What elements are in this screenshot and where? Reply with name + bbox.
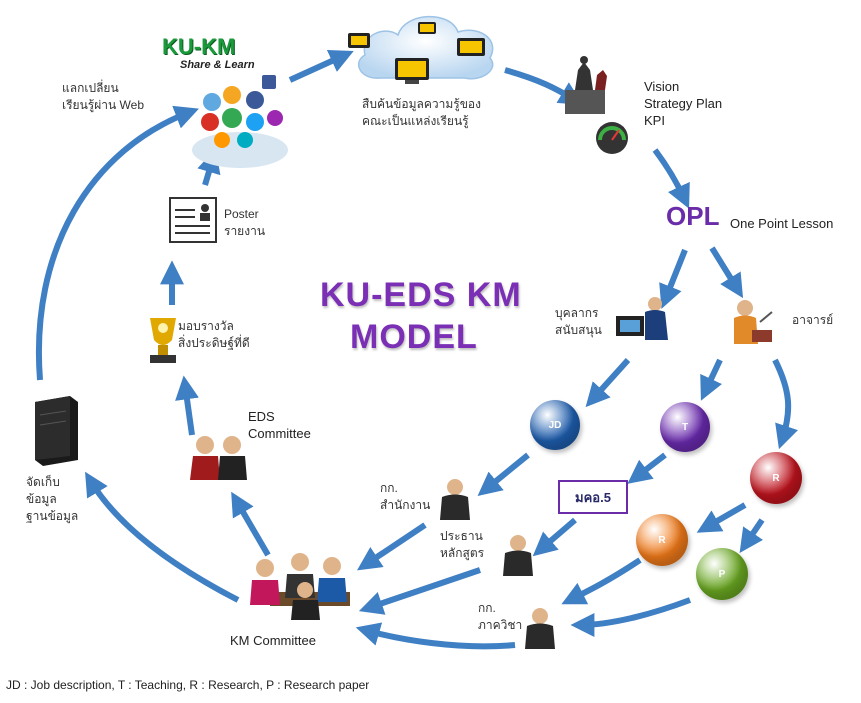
footnote: JD : Job description, T : Teaching, R : … <box>6 678 370 692</box>
opl-description: One Point Lesson <box>730 216 834 231</box>
arrow-mko5-chair <box>532 517 577 557</box>
arrow-jd-office <box>477 452 530 497</box>
arrow-staff-jd <box>585 357 631 408</box>
office-committee-label: กก. สำนักงาน <box>380 481 431 512</box>
kukm-logo-subtitle: Share & Learn <box>180 59 255 71</box>
poster-label: Poster รายงาน <box>224 207 266 238</box>
circle-r-red: R <box>750 452 802 504</box>
eds-committee-label: EDS Committee <box>248 409 311 441</box>
arrow-km-database <box>85 471 240 603</box>
km-committee-label: KM Committee <box>230 633 316 648</box>
poster-document-icon <box>169 197 217 243</box>
arrow-dept-km <box>355 622 516 650</box>
faculty-teacher-icon <box>734 300 773 344</box>
office-committee-person-icon <box>440 479 470 520</box>
arrow-kukm-cloud <box>288 50 354 83</box>
arrow-faculty-r <box>772 358 798 450</box>
arrow-r-r2 <box>696 502 747 533</box>
km-committee-meeting-icon <box>250 553 350 620</box>
exchange-label: แลกเปลี่ยน เรียนรู้ผ่าน Web <box>62 81 144 112</box>
arrow-eds-award <box>175 375 199 436</box>
circle-t: T <box>660 402 710 452</box>
model-title-line2: MODEL <box>350 318 478 356</box>
arrow-faculty-t <box>700 358 723 401</box>
arrow-chair-km <box>358 567 481 615</box>
social-media-icon <box>192 75 288 168</box>
staff-computer-icon <box>616 297 668 340</box>
curriculum-chair-label: ประธาน หลักสูตร <box>440 529 485 560</box>
arrow-vision-opl <box>652 148 690 209</box>
arrow-p-dept <box>570 597 692 637</box>
arrow-opl-staff <box>659 248 688 309</box>
circle-p: P <box>696 548 748 600</box>
dept-committee-label: กก. ภาควิชา <box>478 601 523 632</box>
kukm-logo-title: KU-KM <box>162 34 236 59</box>
arrow-cloud-vision <box>504 67 584 105</box>
arc-arrow-left <box>35 105 199 381</box>
arrow-r-p <box>739 518 765 553</box>
opl-title: OPL <box>666 201 720 231</box>
eds-committee-handshake-icon <box>190 436 247 480</box>
vision-label: Vision Strategy Plan KPI <box>644 79 723 128</box>
curriculum-chair-person-icon <box>503 535 533 576</box>
mko5-box: มคอ.5 <box>558 480 628 514</box>
circle-jd: JD <box>530 400 580 450</box>
arrow-office-km <box>357 522 427 571</box>
model-title-line1: KU-EDS KM <box>320 276 522 314</box>
gauge-icon <box>596 122 628 154</box>
staff-label: บุคลากร สนับสนุน <box>555 306 602 337</box>
database-label: จัดเก็บ ข้อมูล ฐานข้อมูล <box>26 475 79 523</box>
arrow-opl-faculty <box>709 246 744 299</box>
trophy-icon <box>150 318 176 363</box>
chess-strategy-icon <box>565 56 607 114</box>
faculty-label: อาจารย์ <box>792 313 834 327</box>
award-label: มอบรางวัล สิ่งประดิษฐ์ที่ดี <box>178 319 250 350</box>
circle-r-orange: R <box>636 514 688 566</box>
cloud-label: สืบค้นข้อมูลความรู้ของ คณะเป็นแหล่งเรียน… <box>362 97 481 128</box>
arrow-t-mko5 <box>627 452 667 484</box>
arrow-r2-dept <box>561 557 642 605</box>
database-server-icon <box>35 396 78 466</box>
department-person-icon <box>525 608 555 649</box>
cloud-devices-icon <box>348 15 494 84</box>
arrow-km-eds <box>231 491 271 557</box>
